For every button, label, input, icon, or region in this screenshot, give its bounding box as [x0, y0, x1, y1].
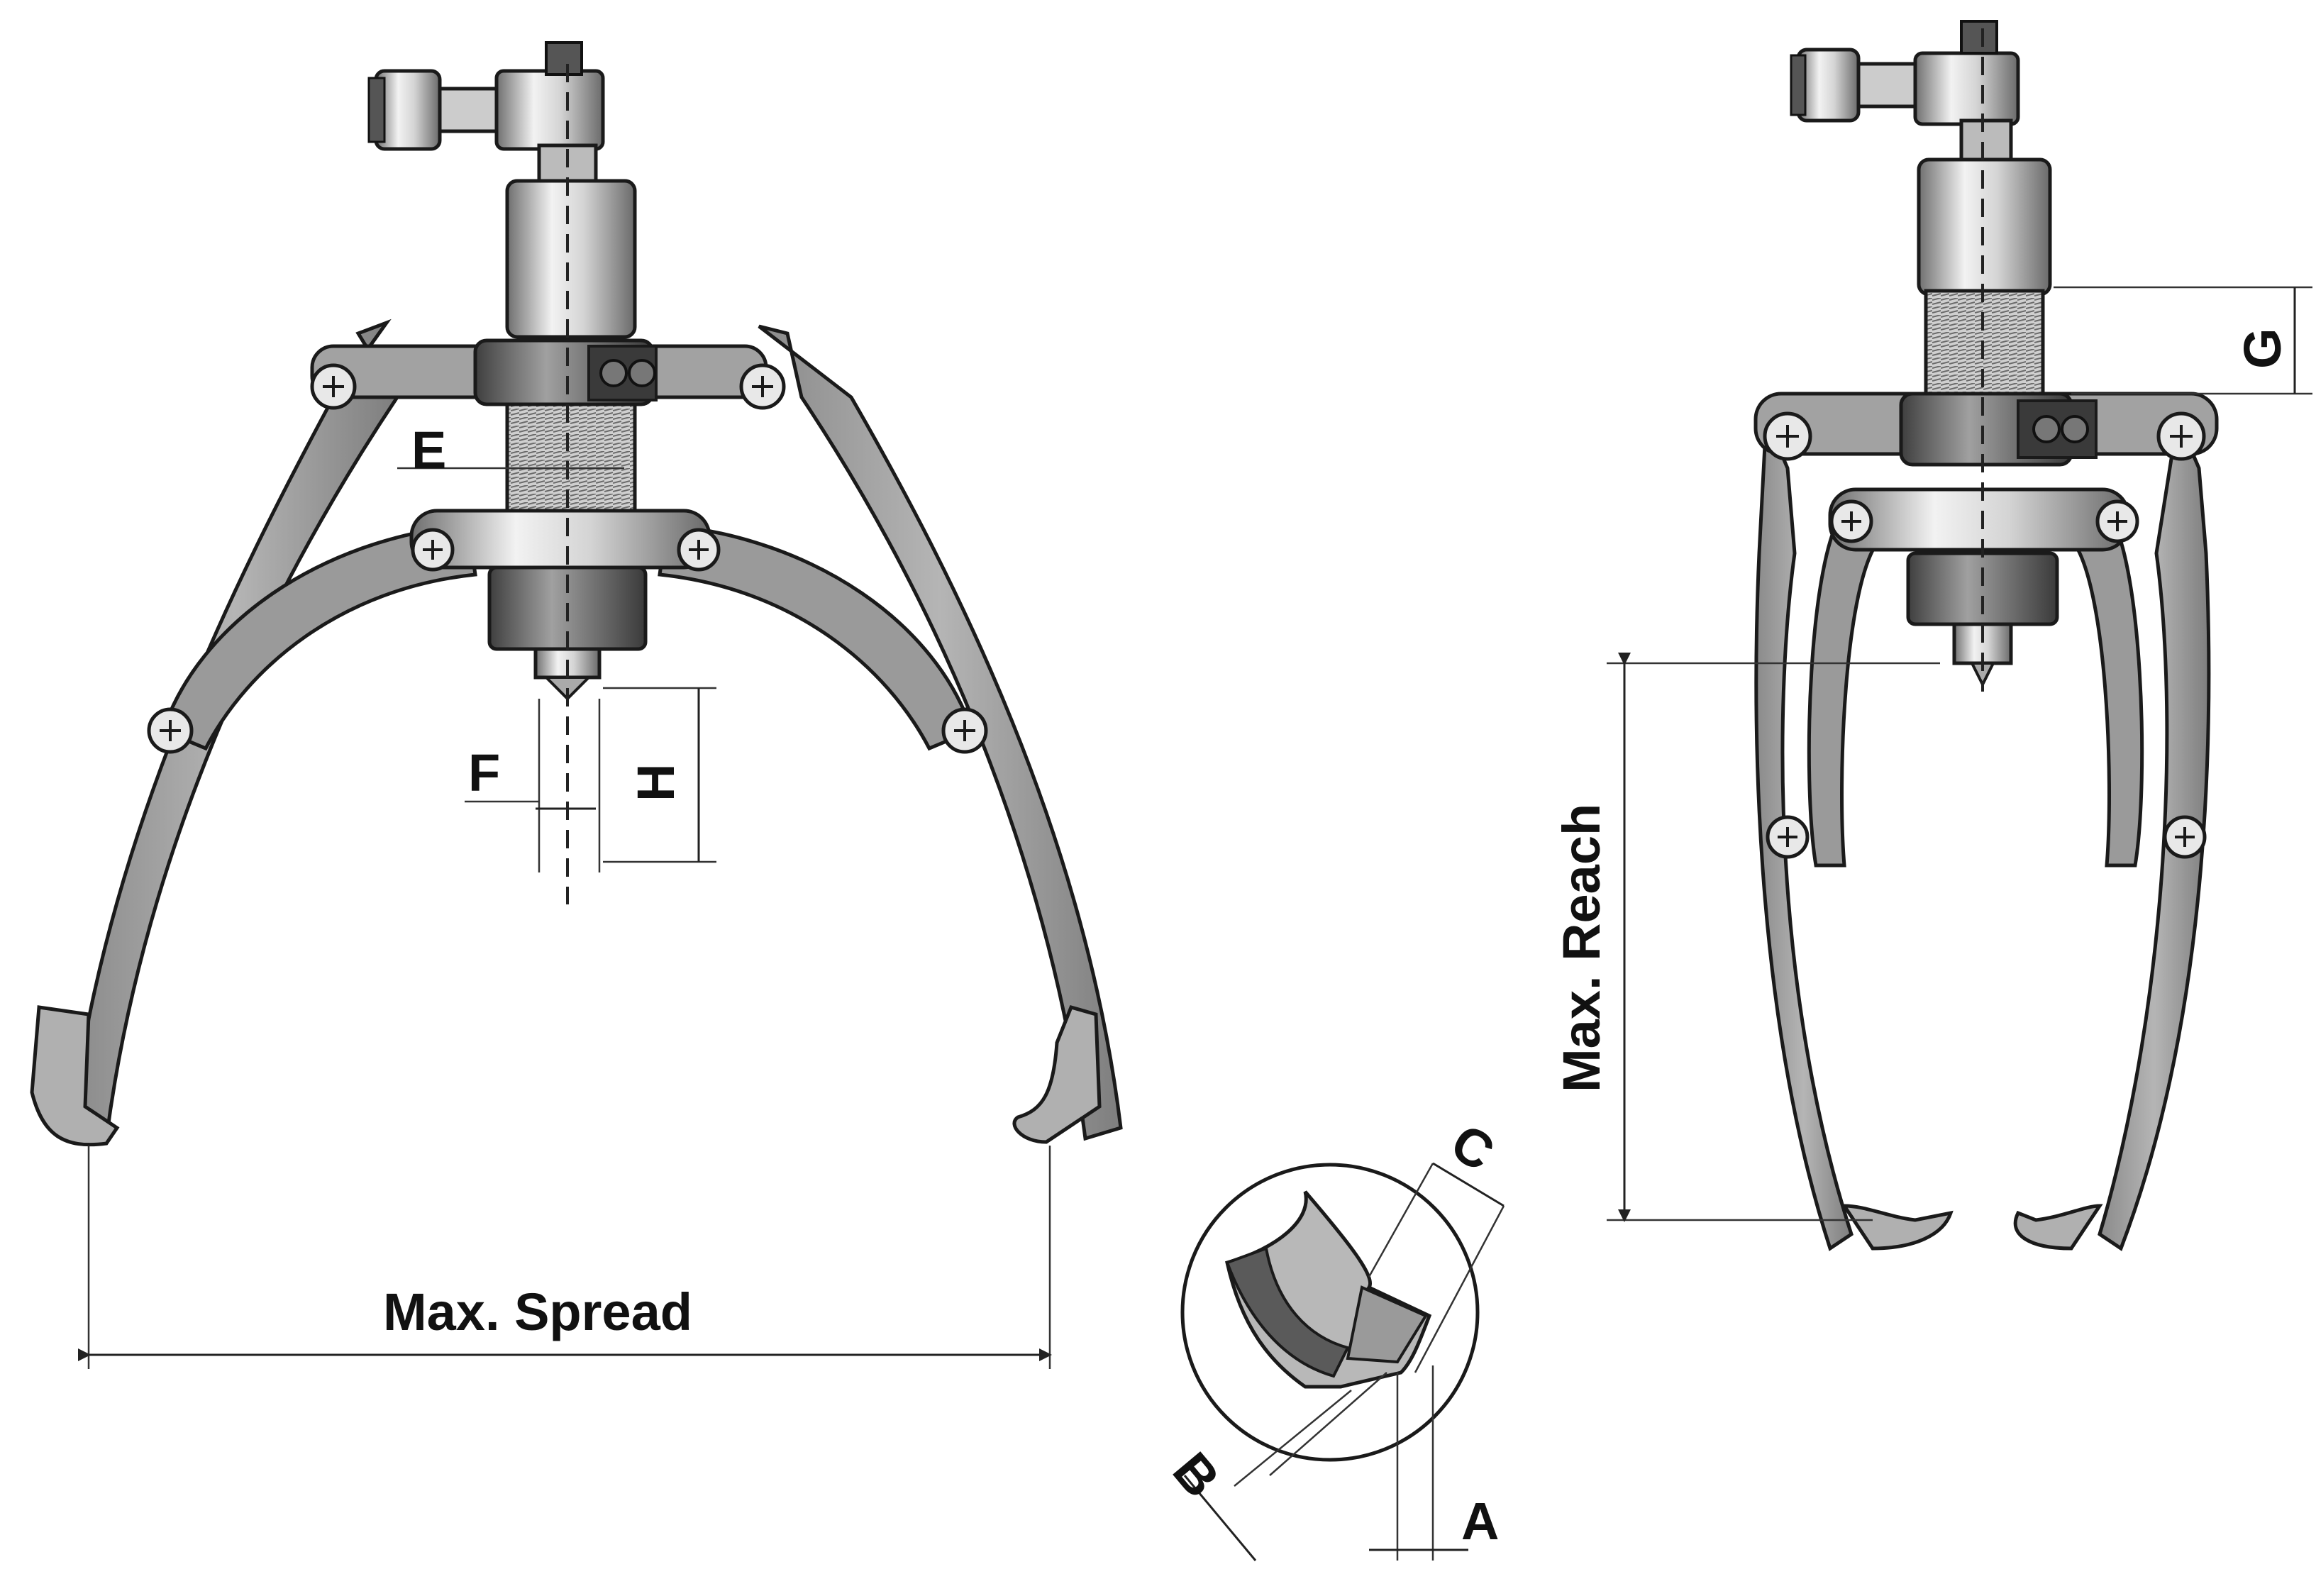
right-puller-right-arm [2098, 412, 2211, 1251]
right-puller-inner-left [1807, 508, 1883, 868]
lower-hub [409, 509, 711, 570]
three-jaw-puller-reach: G Max. Reach [1552, 20, 2312, 1251]
jaw-detail-inset: C B A [1162, 1112, 1505, 1561]
label-e: E [411, 421, 446, 480]
right-elbow-fitting [1913, 51, 2020, 126]
right-lower-bar [1828, 487, 2130, 552]
right-puller-left-arm [1754, 418, 1854, 1251]
three-jaw-puller-spread: E F H Max. Spread [30, 41, 1123, 1369]
label-f: F [468, 743, 500, 802]
right-jaw [1012, 1004, 1102, 1144]
hydraulic-cylinder [505, 179, 637, 339]
left-outer-arm [69, 318, 399, 1141]
right-puller-left-jaw [1841, 1204, 1954, 1251]
label-b: B [1162, 1441, 1231, 1508]
right-hose-coupler [1796, 48, 1861, 123]
threaded-rod [505, 395, 637, 513]
label-c: C [1441, 1112, 1505, 1182]
label-a: A [1461, 1492, 1499, 1551]
label-max-spread: Max. Spread [383, 1282, 692, 1341]
label-max-reach: Max. Reach [1552, 804, 1611, 1092]
right-hydraulic-cylinder [1917, 157, 2052, 297]
right-threaded-rod [1924, 289, 2045, 399]
label-h: H [626, 764, 685, 802]
right-puller-right-jaw [2013, 1204, 2103, 1251]
label-g: G [2233, 328, 2292, 369]
elbow-fitting [494, 69, 605, 151]
right-puller-inner-right [2068, 508, 2144, 868]
left-jaw [30, 1005, 120, 1147]
